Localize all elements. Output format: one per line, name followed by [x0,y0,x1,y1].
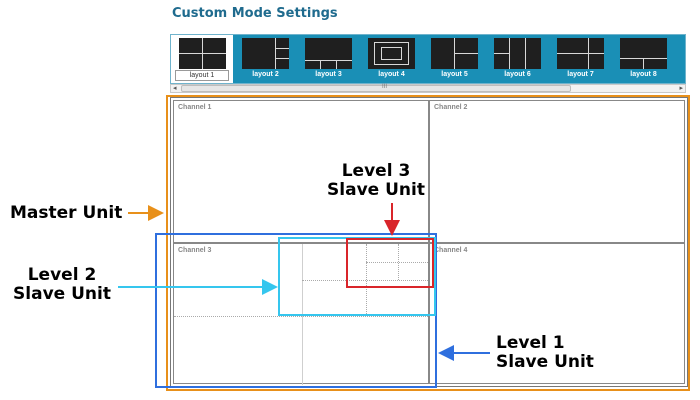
split-line [302,280,430,281]
layout-scrollbar[interactable]: ◂ III ▸ [170,84,686,93]
layout-tab-strip: layout 1 layout 2 layout 3 layout 4 layo… [170,34,686,84]
layout-tab-3[interactable]: layout 3 [297,35,360,83]
master-unit-highlight [166,95,690,391]
level3-label-line2: Slave Unit [327,180,425,200]
channel-cell-2[interactable]: Channel 2 [429,100,685,243]
layout-thumbnail [431,38,478,69]
scroll-right-icon[interactable]: ▸ [679,85,683,92]
level2-label-line1: Level 2 [27,265,97,285]
layout-tab-8[interactable]: layout 8 [612,35,675,83]
channel-label: Channel 3 [178,247,212,254]
scroll-left-icon[interactable]: ◂ [173,85,177,92]
scrollbar-thumb[interactable]: III [181,84,571,92]
layout-thumbnail-quad [179,38,226,69]
layout-tab-1[interactable]: layout 1 [171,35,233,83]
layout-tab-label: layout 8 [630,71,657,78]
layout-tab-4[interactable]: layout 4 [360,35,423,83]
master-unit-label: Master Unit [10,203,123,223]
layout-tab-label: layout 6 [504,71,531,78]
channel-grid: Channel 1 Channel 2 Channel 3 Channel 4 [170,97,688,387]
layout-tab-5[interactable]: layout 5 [423,35,486,83]
channel-label: Channel 1 [178,104,212,111]
channel-label: Channel 4 [434,247,468,254]
level2-label-line2: Slave Unit [13,284,111,304]
level3-label: Level 3 Slave Unit [326,162,426,200]
layout-thumbnail [368,38,415,69]
grip-icon: III [382,84,388,90]
layout-thumbnail [305,38,352,69]
channel-label: Channel 2 [434,104,468,111]
page-title: Custom Mode Settings [172,6,338,21]
layout-tab-2[interactable]: layout 2 [234,35,297,83]
level1-label-line2: Slave Unit [496,352,594,372]
level1-slave-highlight [155,233,437,388]
level3-label-line1: Level 3 [341,161,411,181]
split-line [174,316,430,317]
layout-thumbnail [242,38,289,69]
layout-thumbnail [620,38,667,69]
layout-thumbnail [557,38,604,69]
split-line [366,262,430,263]
channel-cell-4[interactable]: Channel 4 [429,243,685,384]
level2-label: Level 2 Slave Unit [10,266,114,304]
level3-slave-highlight [346,238,434,288]
level1-label: Level 1 Slave Unit [496,334,594,372]
layout-tab-label: layout 2 [252,71,279,78]
layout-tab-label: layout 4 [378,71,405,78]
channel-cell-1[interactable]: Channel 1 [173,100,429,243]
layout-tab-label: layout 3 [315,71,342,78]
layout-thumbnail [494,38,541,69]
layout-tab-label: layout 1 [175,70,229,81]
layout-tab-6[interactable]: layout 6 [486,35,549,83]
layout-tab-label: layout 5 [441,71,468,78]
layout-tab-label: layout 7 [567,71,594,78]
level1-label-line1: Level 1 [496,333,565,353]
layout-tab-7[interactable]: layout 7 [549,35,612,83]
